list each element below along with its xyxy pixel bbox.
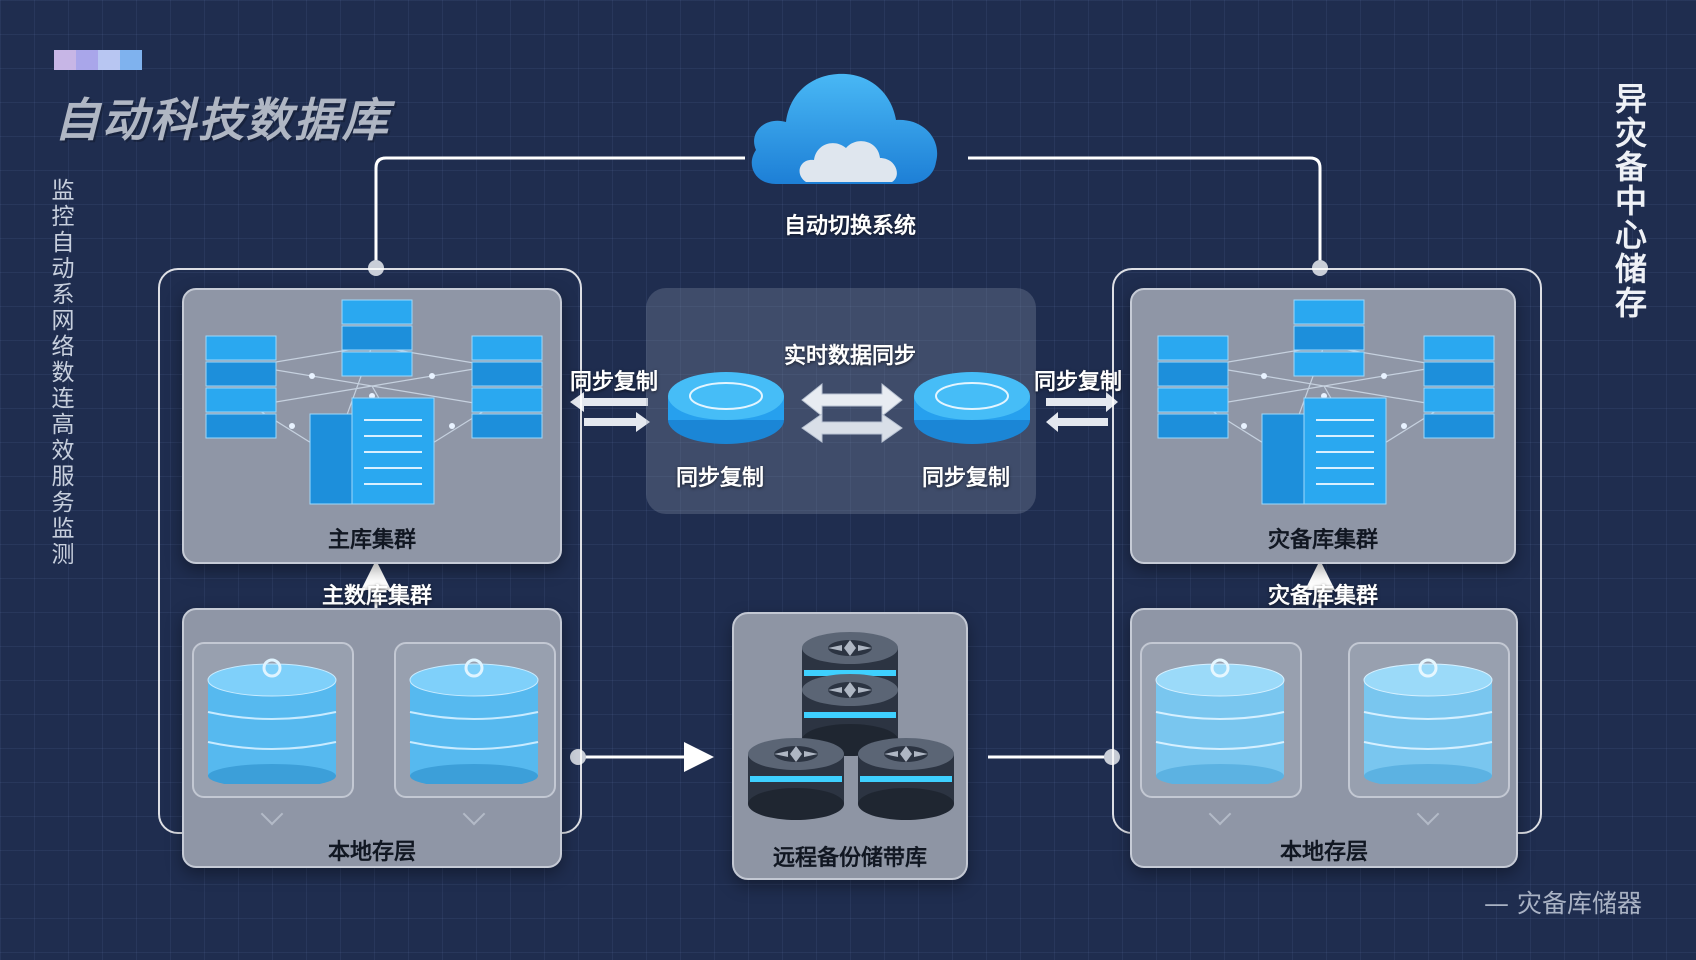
database-icon (409, 658, 539, 784)
server-tower-main (309, 397, 435, 505)
primary-section-label: 主数库集群 (322, 583, 433, 608)
tape-library-icon (748, 632, 954, 820)
header-swatch-2 (76, 50, 98, 70)
primary-cluster-panel: 主库集群 (182, 288, 562, 564)
server-stack-left (1157, 335, 1229, 439)
primary-storage-panel: 本地存层 (182, 608, 562, 868)
sync-arrows-icon (801, 382, 903, 443)
left-link-arrows (570, 392, 650, 432)
primary-storage-label: 本地存层 (327, 839, 416, 864)
server-stack-right (471, 335, 543, 439)
sync-node-right-icon (914, 372, 1030, 444)
right-link-label: 同步复制 (1034, 369, 1123, 394)
primary-server-cluster-icon (205, 299, 543, 505)
sync-center-panel: 实时数据同步 同步复制 同步复制 (646, 288, 1036, 514)
standby-cluster-label: 灾备库集群 (1267, 527, 1378, 552)
left-link-label: 同步复制 (570, 369, 659, 394)
database-icon (1363, 658, 1493, 784)
standby-storage-panel: 本地存层 (1130, 608, 1518, 868)
chevron-down-icon (1208, 802, 1232, 826)
chevron-down-icon (1416, 802, 1440, 826)
standby-section-label: 灾备库集群 (1268, 583, 1379, 608)
chevron-down-icon (462, 802, 486, 826)
server-tower-main (1261, 397, 1387, 505)
cloud-link-right (968, 156, 1322, 268)
server-stack-top (1293, 299, 1365, 377)
standby-cluster-panel: 灾备库集群 (1130, 288, 1516, 564)
page-title: 自动科技数据库 (54, 93, 390, 147)
header-swatch-1 (54, 50, 76, 70)
server-stack-left (205, 335, 277, 439)
backup-link-node-left (570, 749, 586, 765)
chevron-down-icon (260, 802, 284, 826)
primary-db-card-1 (192, 642, 354, 798)
header-swatch-4 (120, 50, 142, 70)
sync-node-right-label: 同步复制 (922, 465, 1011, 490)
primary-db-card-2 (394, 642, 556, 798)
database-icon (1155, 658, 1285, 784)
header-swatch-3 (98, 50, 120, 70)
right-vertical-caption: 异灾备中心储存 (1610, 82, 1648, 320)
server-stack-top (341, 299, 413, 377)
left-vertical-caption: 监控自动系网络数连高效服务监测 (47, 178, 73, 568)
server-stack-right (1423, 335, 1495, 439)
remote-backup-label: 远程备份储带库 (772, 845, 927, 870)
sync-node-left-icon (668, 372, 784, 444)
standby-storage-label: 本地存层 (1279, 839, 1368, 864)
cloud-icon (751, 73, 938, 184)
right-link-arrows (1046, 392, 1118, 432)
primary-cluster-label: 主库集群 (327, 527, 416, 552)
sync-node-left-label: 同步复制 (676, 465, 765, 490)
cloud-link-left (374, 156, 745, 268)
standby-db-card-2 (1348, 642, 1510, 798)
standby-db-card-1 (1140, 642, 1302, 798)
cloud-label: 自动切换系统 (784, 213, 917, 238)
remote-backup-panel: 远程备份储带库 (732, 612, 968, 880)
footer-note: — 灾备库储器 (1484, 889, 1642, 918)
sync-title: 实时数据同步 (784, 343, 917, 368)
database-icon (207, 658, 337, 784)
standby-server-cluster-icon (1157, 299, 1495, 505)
